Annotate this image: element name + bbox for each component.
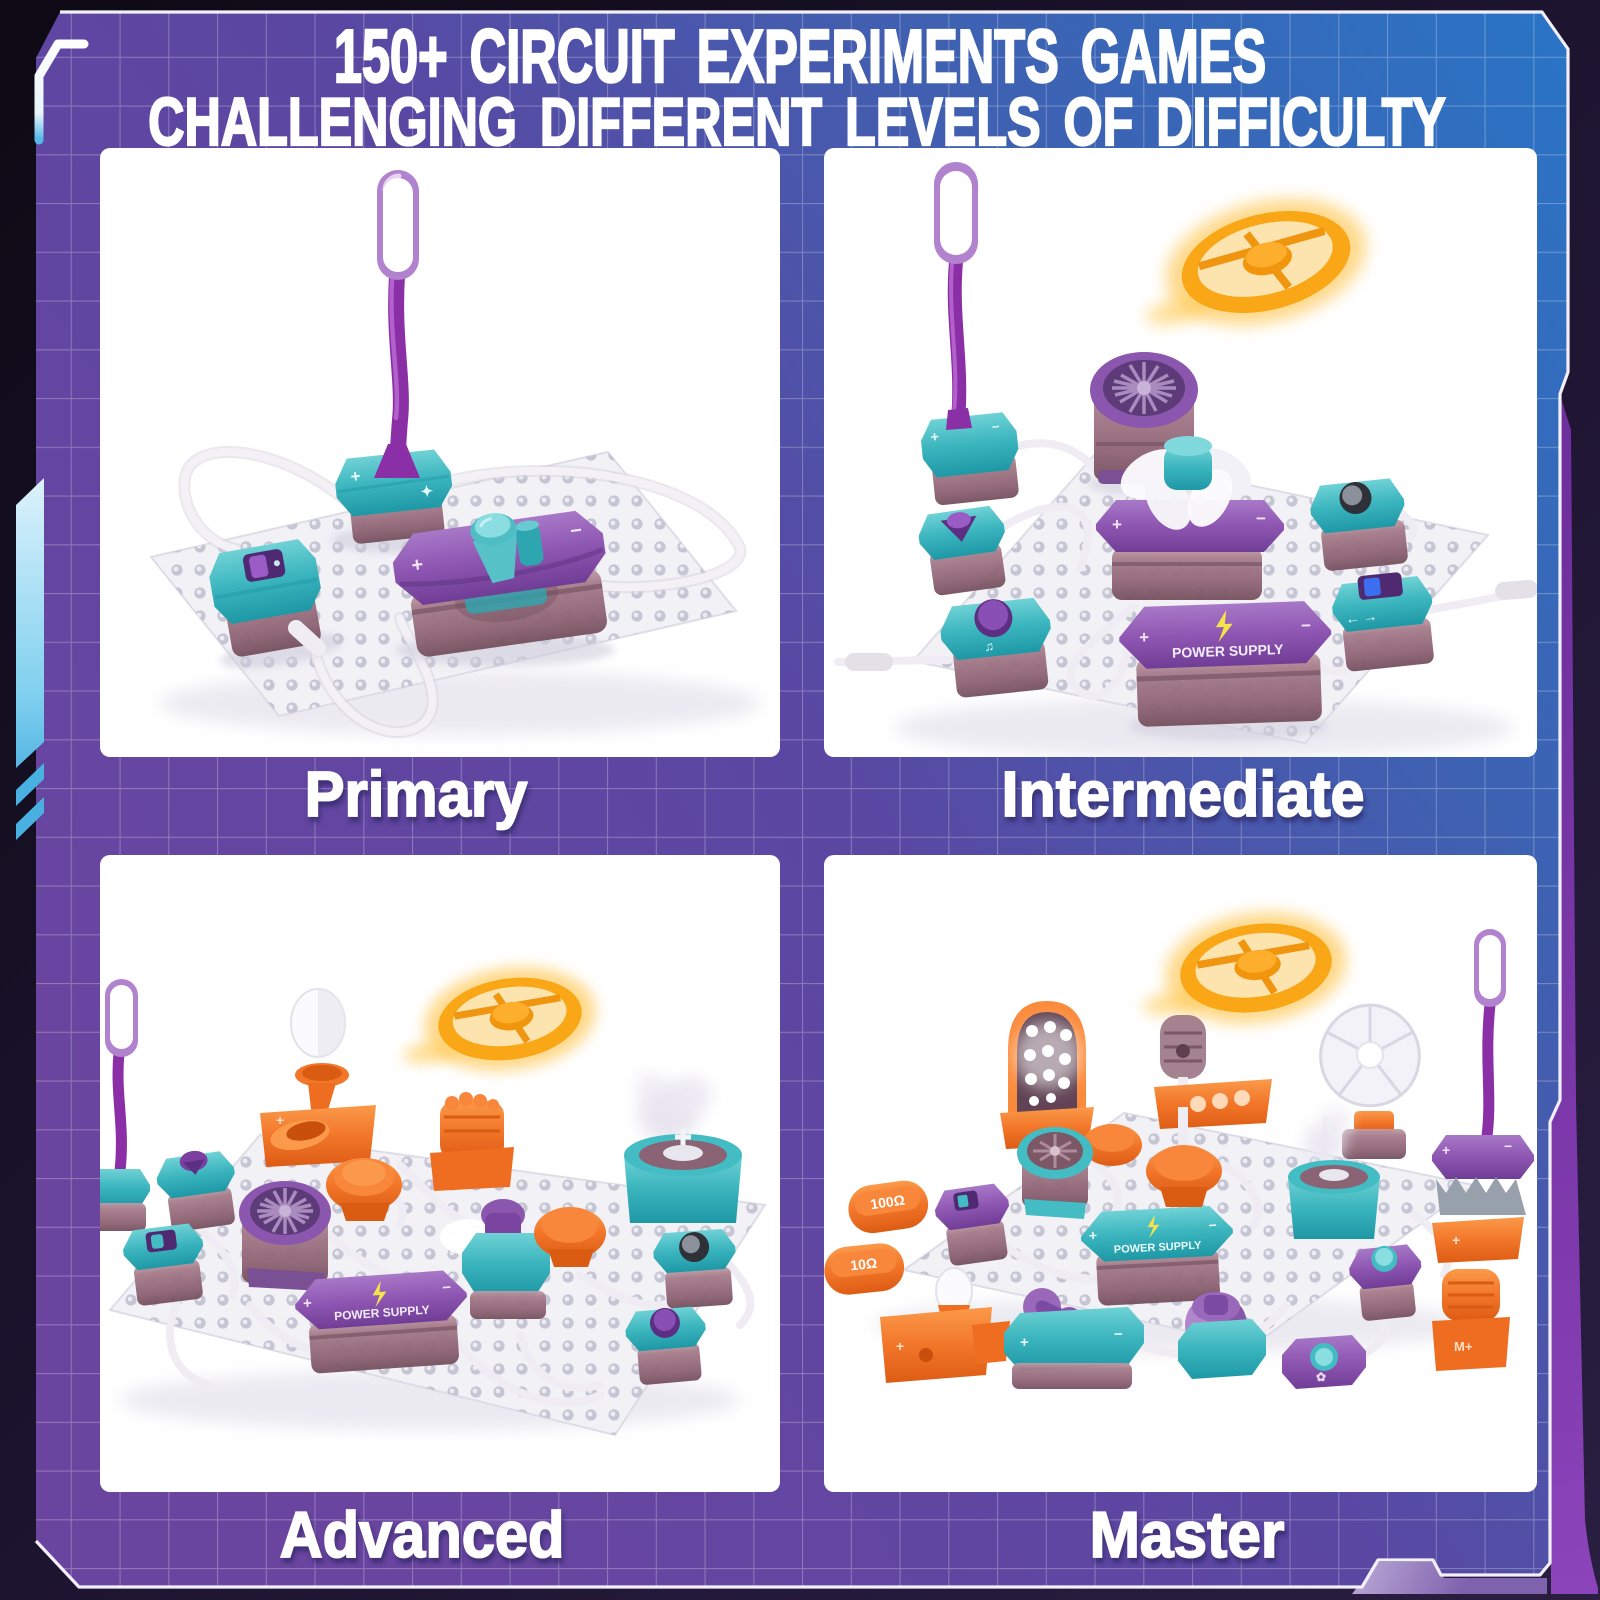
svg-text:POWER SUPPLY: POWER SUPPLY: [1172, 641, 1285, 661]
svg-text:−: −: [1504, 1138, 1512, 1154]
svg-text:100Ω: 100Ω: [869, 1192, 905, 1213]
svg-text:−: −: [569, 519, 584, 542]
svg-text:+: +: [410, 554, 425, 577]
svg-text:10Ω: 10Ω: [850, 1255, 878, 1274]
svg-text:+: +: [1452, 1232, 1460, 1248]
svg-text:+: +: [1088, 1227, 1097, 1243]
svg-text:+: +: [1112, 515, 1122, 534]
svg-text:POWER SUPPLY: POWER SUPPLY: [1114, 1239, 1203, 1256]
svg-text:150+ CIRCUIT EXPERIMENTS GAMES: 150+ CIRCUIT EXPERIMENTS GAMES: [334, 14, 1266, 98]
svg-text:Master: Master: [1090, 1499, 1285, 1571]
svg-text:−: −: [1256, 509, 1266, 528]
svg-text:CHALLENGING DIFFERENT LEVELS O: CHALLENGING DIFFERENT LEVELS OF DIFFICUL…: [148, 84, 1446, 160]
svg-text:← →: ← →: [1345, 608, 1378, 627]
svg-text:Primary: Primary: [305, 759, 528, 830]
svg-text:−: −: [442, 1279, 452, 1297]
svg-text:+: +: [1139, 628, 1150, 647]
svg-text:+: +: [350, 466, 362, 486]
svg-text:+: +: [276, 1112, 284, 1128]
svg-text:✦: ✦: [420, 483, 434, 501]
svg-text:POWER SUPPLY: POWER SUPPLY: [334, 1303, 430, 1324]
svg-text:♫: ♫: [984, 638, 995, 654]
svg-text:Advanced: Advanced: [280, 1500, 565, 1572]
svg-text:Intermediate: Intermediate: [1002, 759, 1365, 831]
svg-text:−: −: [1208, 1217, 1217, 1233]
svg-text:−: −: [1301, 616, 1312, 635]
svg-text:−: −: [991, 419, 1001, 435]
svg-text:+: +: [302, 1295, 312, 1313]
svg-text:+: +: [1020, 1334, 1029, 1351]
svg-text:+: +: [1442, 1142, 1450, 1158]
svg-text:−: −: [1114, 1326, 1123, 1343]
svg-text:+: +: [896, 1338, 904, 1354]
svg-text:✿: ✿: [1316, 1370, 1326, 1384]
svg-text:M+: M+: [1454, 1339, 1473, 1354]
svg-text:+: +: [930, 428, 940, 445]
